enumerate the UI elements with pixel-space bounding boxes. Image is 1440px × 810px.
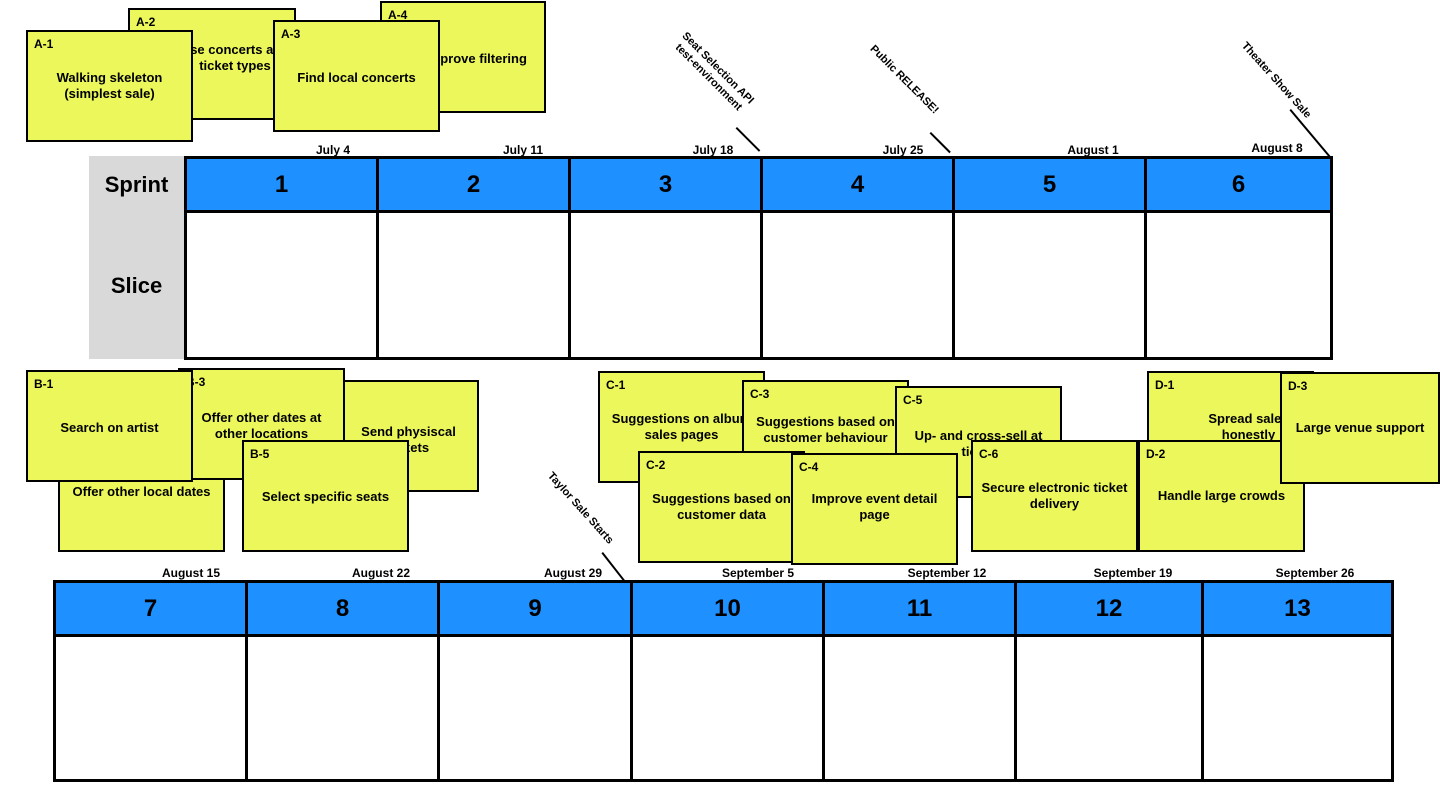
slice-cell[interactable] (568, 213, 763, 360)
note-text: Walking skeleton (simplest sale) (56, 70, 163, 101)
slice-cell[interactable] (760, 213, 955, 360)
note-text: Improve filtering (425, 51, 527, 66)
sprint-number: 4 (850, 170, 865, 198)
sprint-header-cell: 13 (1201, 580, 1394, 637)
slice-cell[interactable] (437, 637, 633, 782)
sticky-note-b-1[interactable]: B-1 Search on artist (26, 370, 193, 482)
note-id: D-3 (1288, 379, 1308, 393)
sprint-number: 6 (1231, 170, 1246, 198)
sprint-number: 2 (466, 170, 481, 198)
sprint-date: September 19 (1093, 566, 1173, 580)
sprint-header-cell: 1 (184, 156, 379, 213)
note-id: C-4 (799, 460, 819, 474)
note-id: C-6 (979, 447, 999, 461)
slice-cell[interactable] (245, 637, 440, 782)
sticky-note-d-2[interactable]: D-2 Handle large crowds (1138, 440, 1305, 552)
slice-cell[interactable] (1201, 637, 1394, 782)
slice-cell[interactable] (1144, 213, 1333, 360)
milestone-label: Seat Selection API test-environment (672, 30, 757, 114)
sprint-number: 7 (143, 594, 158, 622)
sprint-date: July 4 (315, 143, 351, 157)
milestone-label: Theater Show Sale (1239, 40, 1314, 121)
note-text: Spread sales honestly (1208, 411, 1289, 442)
sprint-row-label: Sprint (89, 156, 184, 213)
sprint-header-cell: 10 (630, 580, 825, 637)
sprint-header-cell: 9 (437, 580, 633, 637)
sprint-number: 9 (528, 594, 542, 622)
sprint-header-cell: 7 (53, 580, 248, 637)
slice-cell[interactable] (184, 213, 379, 360)
note-text: Use concerts and ticket types (180, 42, 290, 73)
note-text: Suggestions based on customer data (652, 491, 791, 522)
note-text: Search on artist (60, 420, 159, 435)
sprint-number: 1 (274, 170, 289, 198)
note-id: C-3 (750, 387, 770, 401)
note-text: Offer other dates at other locations (201, 410, 322, 441)
sprint-header-cell: 11 (822, 580, 1017, 637)
note-id: B-5 (250, 447, 270, 461)
slice-cell[interactable] (822, 637, 1017, 782)
sticky-note-a-3[interactable]: A-3 Find local concerts (273, 20, 440, 132)
note-id: A-3 (281, 27, 301, 41)
sprint-date: September 26 (1275, 566, 1355, 580)
note-text: Offer other local dates (72, 484, 211, 499)
sticky-note-c-4[interactable]: C-4 Improve event detail page (791, 453, 958, 565)
note-id: D-2 (1146, 447, 1166, 461)
sprint-date: August 15 (161, 566, 220, 580)
slice-row-label: Slice (89, 213, 184, 359)
sticky-note-b-5[interactable]: B-5 Select specific seats (242, 440, 409, 552)
slice-cell[interactable] (630, 637, 825, 782)
sprint-number: 5 (1042, 170, 1057, 198)
sprint-number: 12 (1095, 594, 1123, 622)
sprint-date: September 12 (907, 566, 987, 580)
note-text: Improve event detail page (811, 491, 938, 522)
note-text: Suggestions on album sales pages (611, 411, 752, 442)
note-id: D-1 (1155, 378, 1175, 392)
sticky-note-d-3[interactable]: D-3 Large venue support (1280, 372, 1440, 484)
note-id: A-4 (388, 8, 408, 22)
sprint-number: 13 (1284, 594, 1311, 622)
note-id: A-2 (136, 15, 156, 29)
sprint-date: August 8 (1251, 141, 1303, 155)
note-text: Secure electronic ticket delivery (981, 480, 1128, 511)
slice-cell[interactable] (952, 213, 1147, 360)
sprint-date: September 5 (721, 566, 795, 580)
sticky-note-c-2[interactable]: C-2 Suggestions based on customer data (638, 451, 805, 563)
slice-cell[interactable] (53, 637, 248, 782)
sprint-date: August 22 (351, 566, 410, 580)
sprint-number: 3 (658, 170, 673, 198)
sprint-header-cell: 12 (1014, 580, 1204, 637)
sprint-header-cell: 5 (952, 156, 1147, 213)
slice-cell[interactable] (1014, 637, 1204, 782)
note-id: B-1 (34, 377, 54, 391)
sprint-header-cell: 3 (568, 156, 763, 213)
sprint-date: August 29 (543, 566, 602, 580)
sprint-header-cell: 6 (1144, 156, 1333, 213)
sticky-note-c-6[interactable]: C-6 Secure electronic ticket delivery (971, 440, 1138, 552)
note-text: Handle large crowds (1157, 488, 1286, 503)
note-id: C-2 (646, 458, 666, 472)
note-id: A-1 (34, 37, 54, 51)
sprint-header-cell: 8 (245, 580, 440, 637)
slice-cell[interactable] (376, 213, 571, 360)
sprint-date: July 25 (882, 143, 924, 157)
note-text: Find local concerts (297, 70, 416, 85)
sprint-number: 11 (906, 594, 933, 622)
note-text: Suggestions based on customer behaviour (756, 414, 895, 445)
note-text: Select specific seats (261, 489, 390, 504)
sprint-header-cell: 4 (760, 156, 955, 213)
sprint-date: July 11 (502, 143, 544, 157)
sprint-header-cell: 2 (376, 156, 571, 213)
note-id: C-1 (606, 378, 626, 392)
note-id: C-5 (903, 393, 923, 407)
sprint-number: 8 (335, 594, 350, 622)
note-text: Large venue support (1295, 420, 1425, 435)
slice-row-label-text: Slice (110, 273, 163, 298)
sprint-date: August 1 (1067, 143, 1119, 157)
sticky-note-a-1[interactable]: A-1 Walking skeleton (simplest sale) (26, 30, 193, 142)
sprint-date: July 18 (692, 143, 734, 157)
sprint-number: 10 (714, 594, 741, 622)
milestone-label: Public RELEASE! (867, 43, 941, 117)
sprint-row-label-text: Sprint (104, 171, 169, 197)
